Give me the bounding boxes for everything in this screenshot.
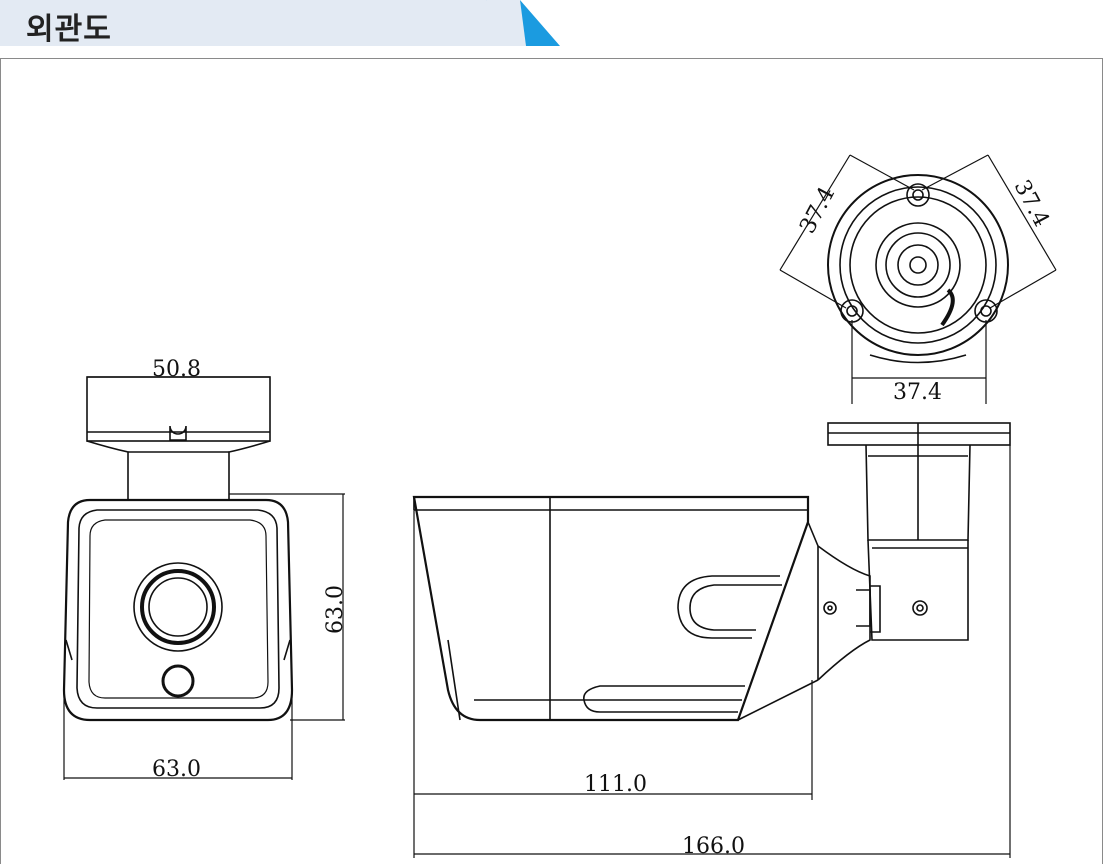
front-dimensions bbox=[63, 376, 345, 780]
mount-dimensions bbox=[779, 154, 1057, 404]
front-housing bbox=[62, 498, 294, 722]
drawing-frame bbox=[0, 58, 1103, 864]
dim-mount-hole-a: 37.4 bbox=[795, 183, 840, 238]
dim-total-length: 166.0 bbox=[682, 834, 745, 859]
mount-plate-center bbox=[875, 222, 961, 308]
dim-front-width: 63.0 bbox=[152, 757, 201, 782]
dim-mount-hole-c: 37.4 bbox=[893, 380, 942, 405]
section-title: 외관도 bbox=[26, 12, 112, 47]
mount-screw-left bbox=[840, 299, 864, 323]
mount-plate-view bbox=[827, 174, 1009, 364]
mount-screw-top bbox=[906, 183, 930, 207]
side-mount-base bbox=[827, 422, 1011, 446]
side-slot-lower bbox=[583, 685, 745, 713]
header-bar bbox=[0, 0, 560, 46]
side-view bbox=[412, 422, 1011, 722]
front-lens-outer bbox=[133, 562, 223, 652]
side-slot-upper bbox=[677, 575, 780, 639]
section-header: 외관도 bbox=[0, 0, 560, 47]
front-sensor bbox=[161, 664, 195, 698]
dim-front-height: 63.0 bbox=[323, 585, 348, 634]
front-view bbox=[62, 376, 294, 722]
side-back-cap bbox=[817, 545, 871, 681]
side-dimensions bbox=[413, 445, 1011, 858]
dim-front-bracket-width: 50.8 bbox=[152, 357, 201, 382]
side-arm-screw bbox=[912, 600, 928, 616]
dim-mount-hole-b: 37.4 bbox=[1009, 176, 1054, 231]
dim-body-length: 111.0 bbox=[584, 772, 647, 797]
side-housing bbox=[412, 495, 810, 722]
mount-plate-outer bbox=[827, 174, 1009, 356]
